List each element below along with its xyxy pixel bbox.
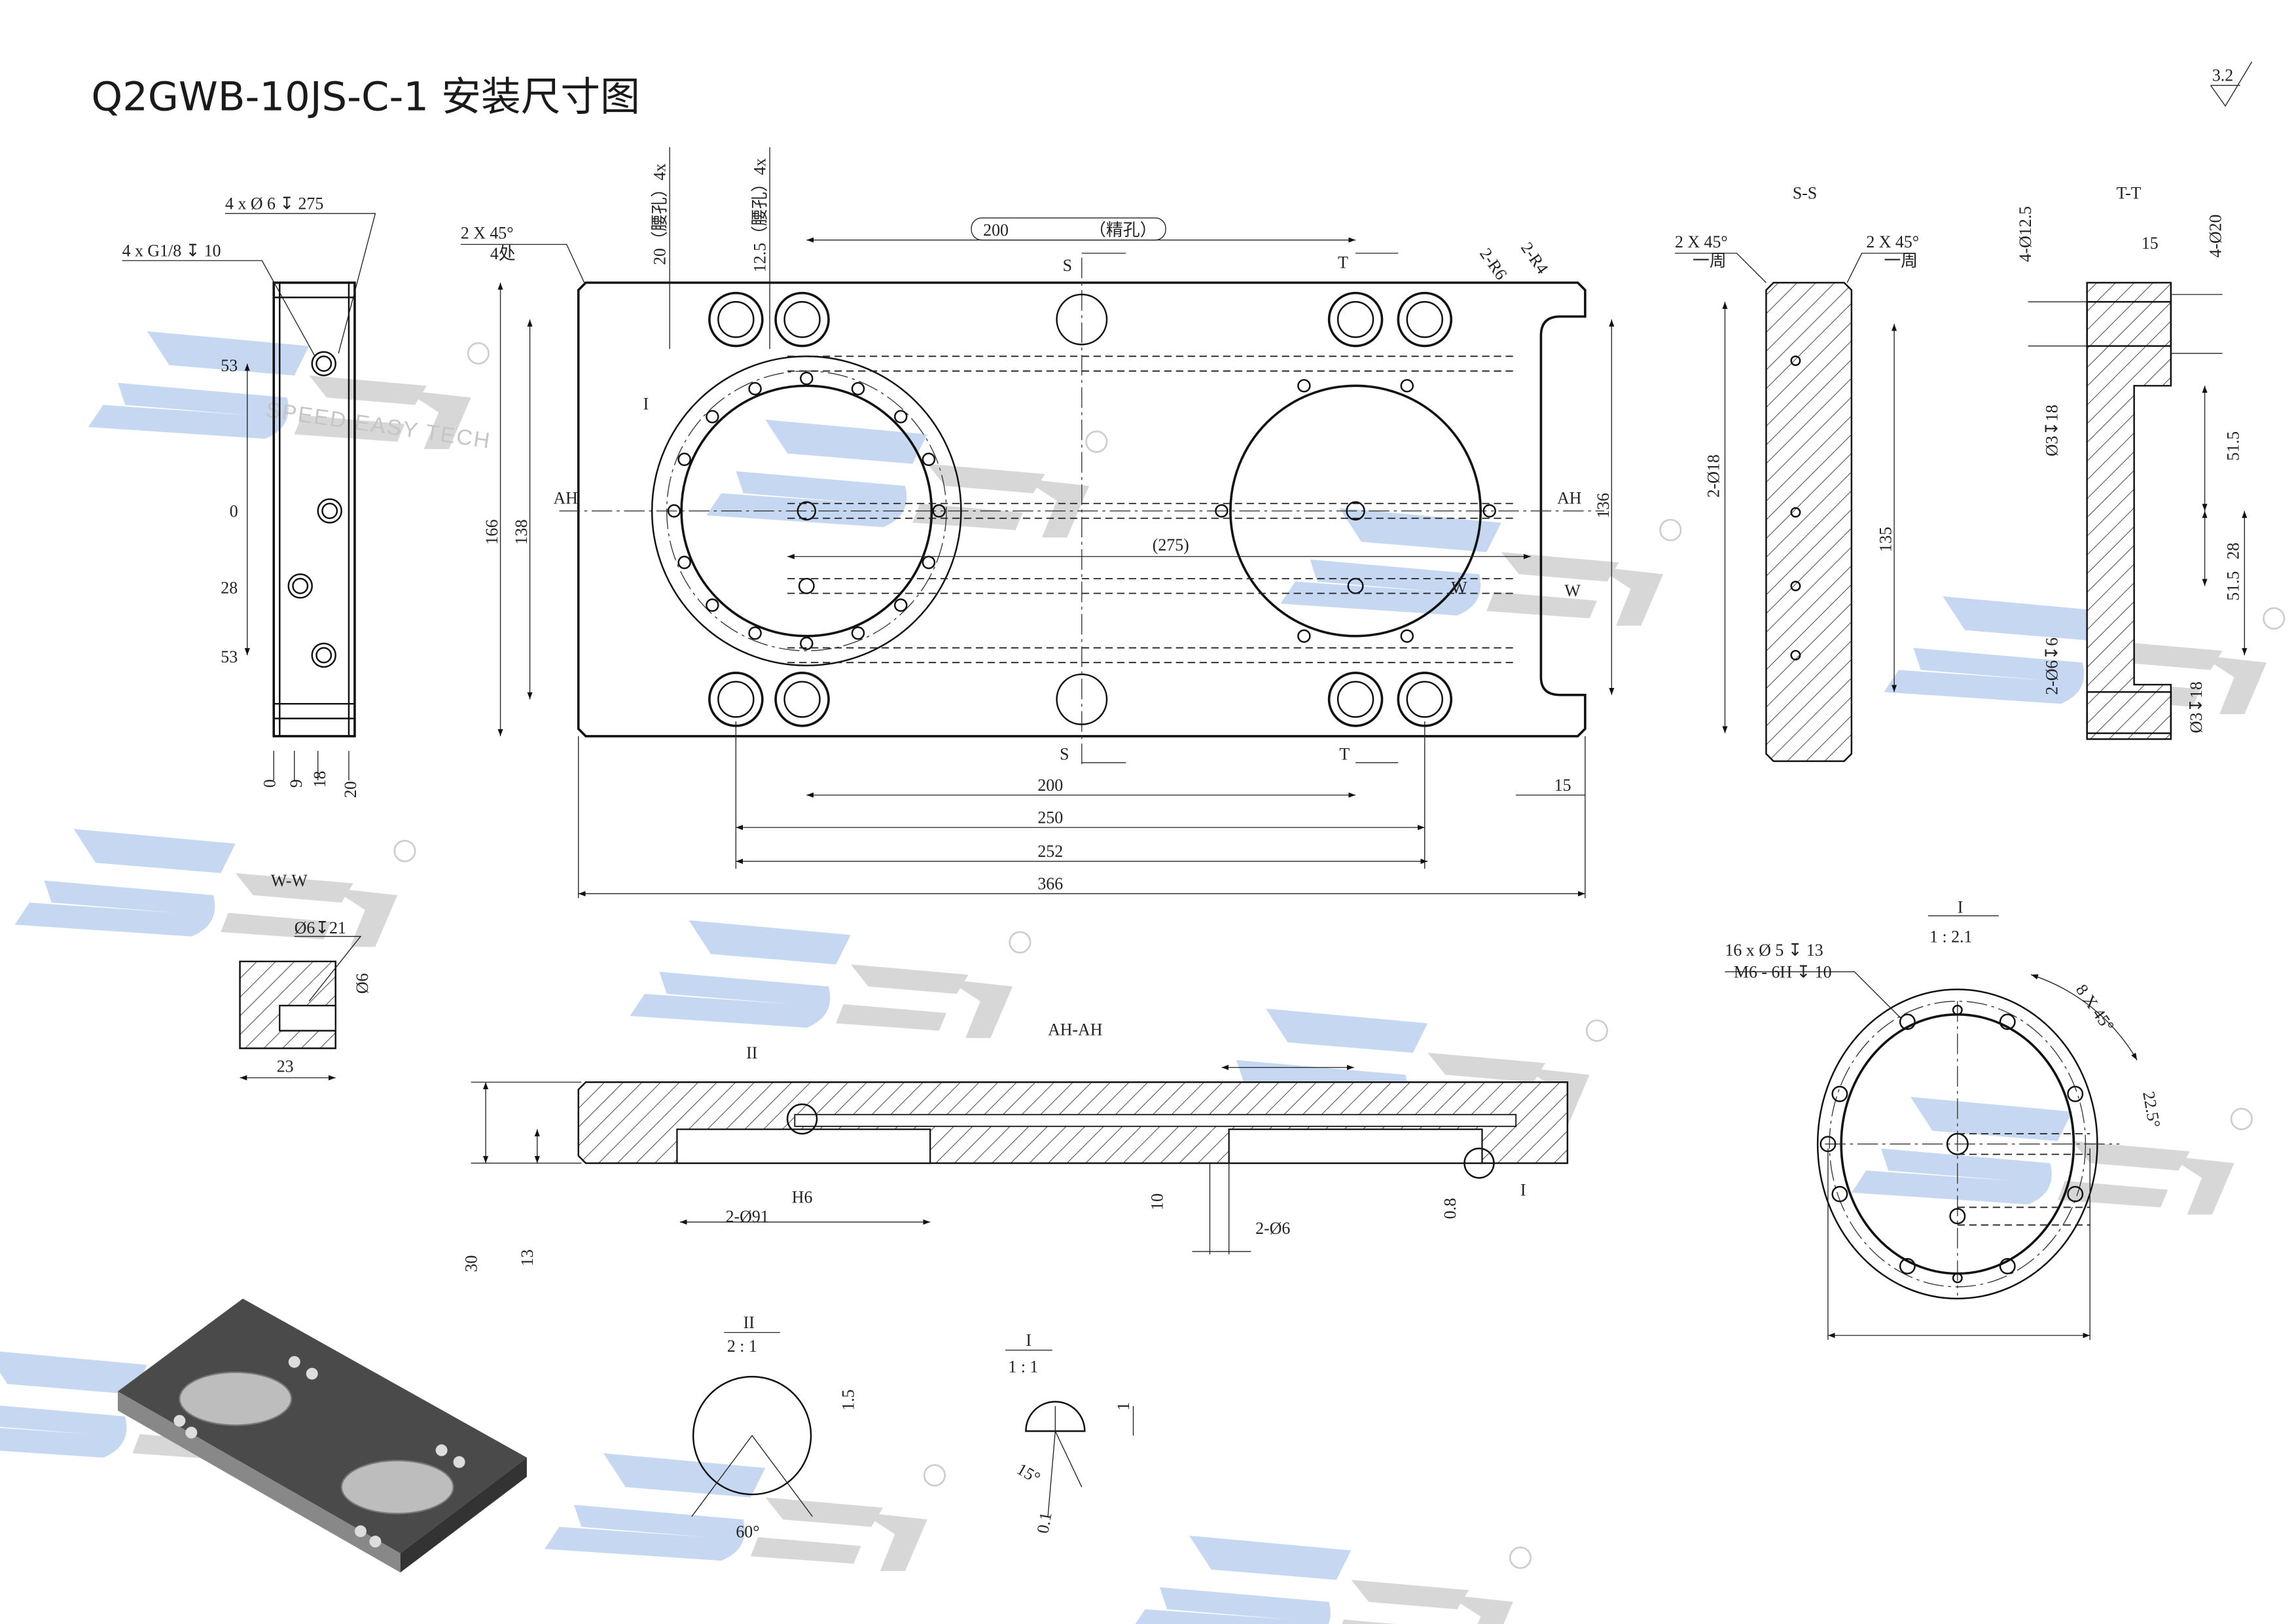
thread-note: M6 - 6H ↧ 10 [1734, 963, 1832, 982]
angle-label: 60° [736, 1522, 759, 1541]
roughness-label: 0.8 [1441, 1198, 1460, 1219]
dim-label: 23 [277, 1057, 294, 1076]
chamfer-note: 2 X 45° [1866, 232, 1919, 251]
dim-label: 53 [221, 647, 238, 666]
detail-marker: II [746, 1043, 757, 1062]
dim-label: 51.5 [2223, 431, 2242, 461]
dim-label: 200 [983, 221, 1009, 240]
dim-label: 28 [221, 578, 238, 597]
hole-note: 2-Ø18 [1704, 454, 1723, 497]
dim-label: 166 [482, 519, 501, 545]
detail-title: II [744, 1313, 755, 1332]
chamfer-note: 2 X 45° [1675, 232, 1728, 251]
side-view: 4 x Ø 6 ↧ 275 4 x G1/8 ↧ 10 53 0 28 53 0… [122, 194, 376, 798]
chamfer-note: 2 X 45° [461, 223, 514, 242]
rotary-flange-right [1229, 384, 1482, 638]
pattern-angle: 8 X 45° [2072, 981, 2118, 1035]
hole-note: 2-Ø6↧6 [2043, 638, 2062, 695]
dim-note: （精孔） [1089, 221, 1157, 240]
section-marker-w: W [1451, 578, 1467, 597]
hole-note: Ø6↧21 [295, 918, 346, 937]
dim-label: 0.1 [1033, 1511, 1055, 1535]
hole-note: 4-Ø20 [2206, 215, 2225, 258]
slot-note-20: 20（腰孔）4x [650, 164, 669, 265]
isometric-render [117, 1298, 528, 1573]
dim-label: 135 [1876, 527, 1895, 552]
hole-note: 4-Ø12.5 [2016, 206, 2035, 262]
section-ahah: AH-AH II H6 2-Ø91 10 2-Ø6 0.8 I 30 13 [462, 1020, 1569, 1272]
section-title: S-S [1793, 184, 1817, 203]
slot-note-12-5: 12.5（腰孔）4x [750, 158, 769, 272]
dim-label: 15 [1554, 776, 1571, 795]
fit-label: H6 [792, 1188, 813, 1207]
dim-label: 13 [518, 1250, 537, 1267]
section-marker-t: T [1339, 745, 1350, 764]
note-side-holes: 4 x Ø 6 ↧ 275 [225, 194, 323, 213]
chamfer-note: 一周 [1884, 251, 1918, 270]
dim-label: 15 [2142, 234, 2159, 253]
dim-label: 138 [512, 519, 531, 545]
detail-scale: 2 : 1 [727, 1337, 757, 1356]
hole-note: 16 x Ø 5 ↧ 13 [1725, 941, 1823, 960]
section-marker-s: S [1063, 256, 1072, 275]
dim-label: 28 [2223, 543, 2242, 560]
roughness-symbol: 3.2 [2210, 62, 2253, 107]
dim-label: Ø6 [353, 973, 372, 994]
dim-label: 1 [1114, 1402, 1133, 1411]
dim-label: 53 [221, 356, 238, 375]
section-marker-t: T [1338, 253, 1348, 272]
section-title: T-T [2117, 184, 2142, 203]
section-tt: T-T 4-Ø12.5 15 4-Ø20 Ø3↧18 51.5 28 51.5 … [2016, 184, 2248, 740]
dim-label: 136 [1594, 493, 1613, 518]
drawing-title: Q2GWB-10JS-C-1 安装尺寸图 [91, 75, 639, 120]
dim-label: (275) [1153, 535, 1189, 554]
dim-label: 200 [1037, 776, 1063, 795]
dim-label: 250 [1037, 808, 1063, 827]
dim-label: 366 [1037, 875, 1063, 893]
dim-label: 51.5 [2223, 571, 2242, 600]
detail-title: I [1026, 1331, 1031, 1350]
dim-label: 18 [310, 771, 329, 788]
section-marker-ah: AH [554, 488, 578, 507]
section-ss: S-S 2 X 45° 一周 2 X 45° 一周 2-Ø18 135 [1675, 184, 1919, 763]
section-marker-w: W [1564, 581, 1581, 600]
chamfer-count: 4处 [490, 244, 516, 263]
section-marker-s: S [1060, 745, 1069, 764]
offset-angle: 22.5° [2139, 1090, 2164, 1129]
detail-i-small: I 1 : 1 1 15° 0.1 [1005, 1331, 1134, 1535]
dim-label: 0 [260, 779, 279, 787]
chamfer-note: 一周 [1693, 251, 1727, 270]
detail-title: I [1958, 898, 1964, 917]
dim-label: 9 [287, 779, 306, 787]
bore-label: 2-Ø91 [726, 1207, 769, 1226]
radius-note: 2-R6 [1476, 245, 1511, 283]
dim-label: 10 [1147, 1193, 1166, 1210]
detail-scale: 1 : 2.1 [1929, 928, 1972, 947]
dim-label: 1.5 [838, 1390, 857, 1411]
pin-label: 2-Ø6 [1255, 1219, 1290, 1238]
section-ww: W-W Ø6↧21 Ø6 23 [239, 871, 372, 1081]
roughness-value: 3.2 [2212, 66, 2233, 85]
angle-label: 15° [1014, 1459, 1044, 1487]
detail-i-flange: I 1 : 2.1 16 x Ø 5 ↧ 13 M6 - 6H ↧ 10 8 X… [1725, 898, 2164, 1340]
dim-label: 20 [341, 781, 360, 798]
dim-label: 30 [462, 1255, 481, 1272]
section-marker-ah: AH [1557, 488, 1581, 507]
dim-label: 0 [230, 502, 238, 521]
hole-note: Ø3↧18 [2043, 405, 2062, 456]
hole-note: Ø3↧18 [2187, 681, 2206, 733]
dim-label: 252 [1037, 842, 1063, 861]
detail-scale: 1 : 1 [1008, 1357, 1038, 1376]
section-title: AH-AH [1048, 1020, 1102, 1039]
section-title: W-W [271, 871, 308, 890]
detail-marker: I [1520, 1180, 1526, 1199]
radius-note: 2-R4 [1517, 239, 1552, 278]
note-side-ports: 4 x G1/8 ↧ 10 [122, 241, 221, 260]
detail-marker: I [643, 394, 649, 413]
